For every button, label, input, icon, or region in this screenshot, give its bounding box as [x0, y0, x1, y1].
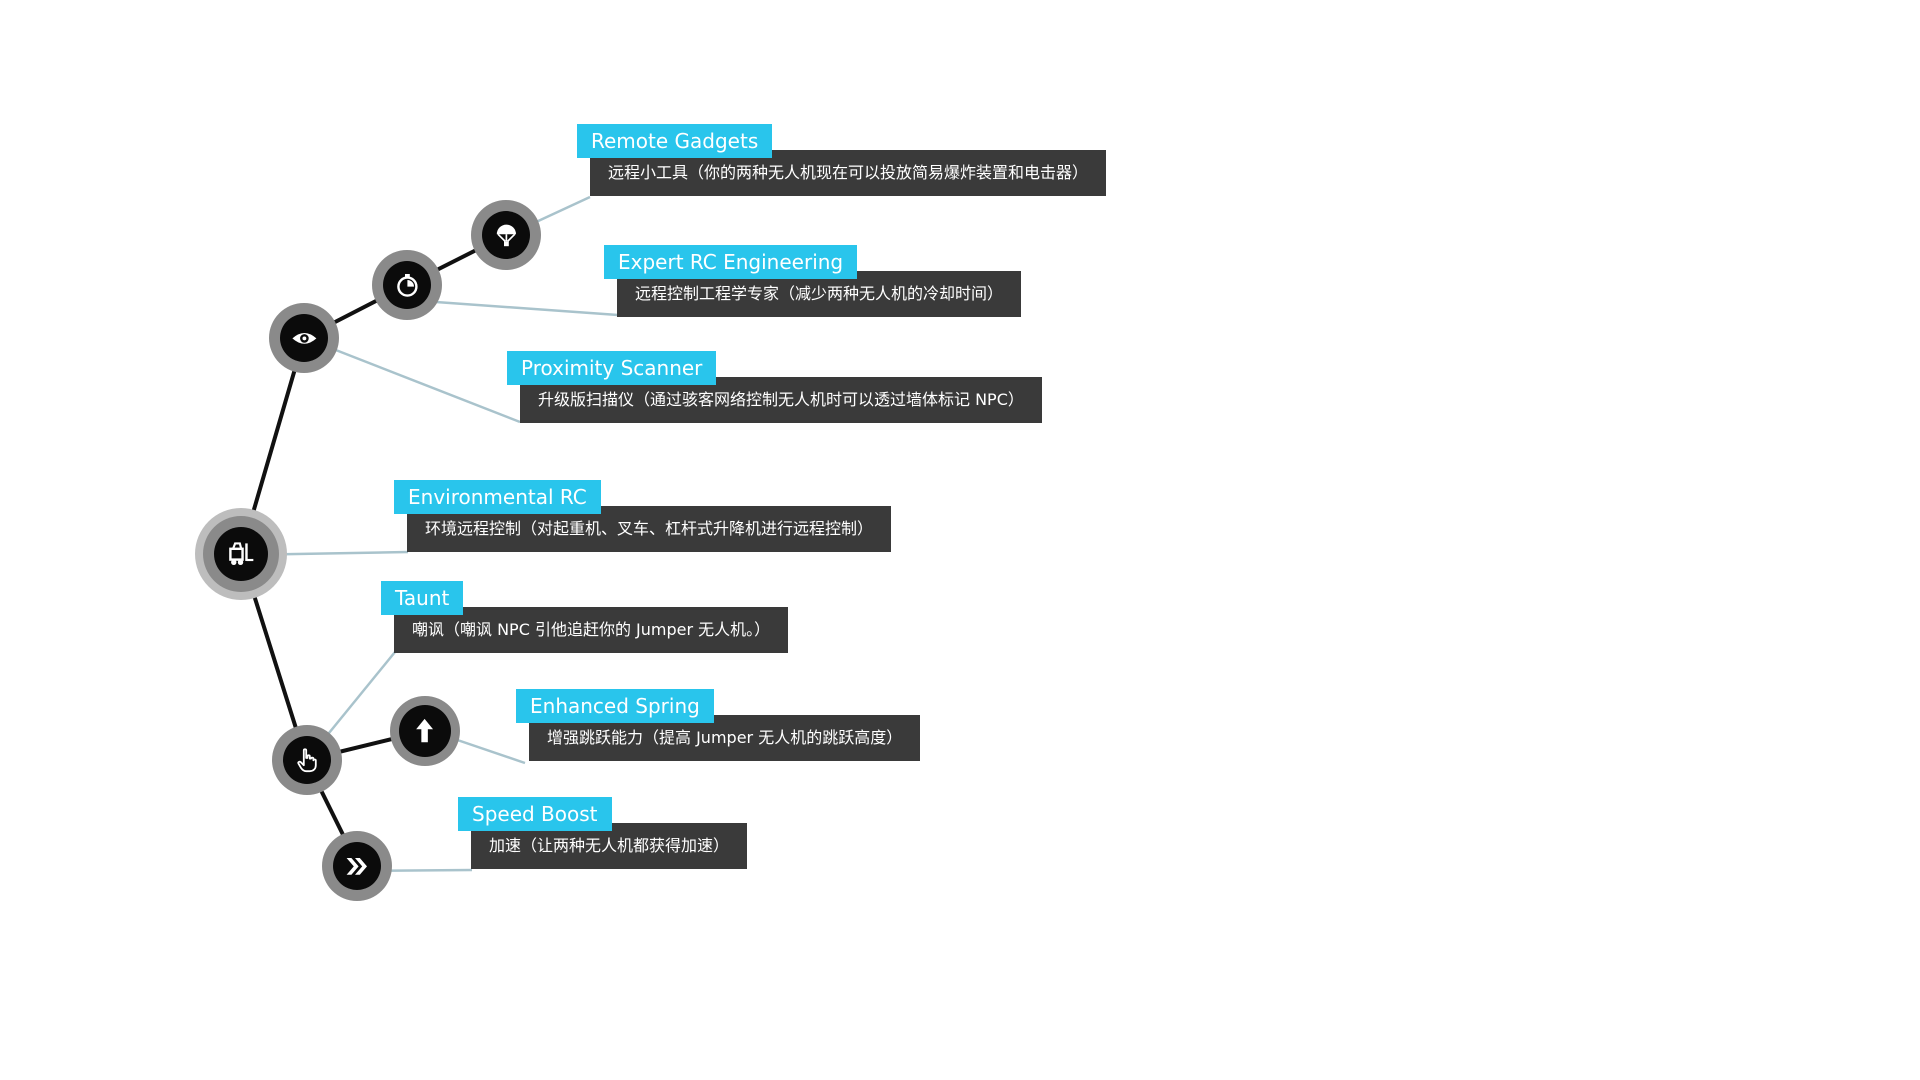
skill-title: Expert RC Engineering [604, 245, 858, 279]
node-proximity-scanner[interactable] [269, 303, 339, 373]
skill-title: Proximity Scanner [507, 351, 717, 385]
skill-title: Speed Boost [458, 797, 612, 831]
stopwatch-icon [396, 273, 418, 297]
hand-pointer-icon [296, 748, 317, 772]
node-taunt[interactable] [272, 725, 342, 795]
node-remote-gadgets[interactable] [471, 200, 541, 270]
skill-title: Taunt [381, 581, 464, 615]
eye-icon [291, 332, 316, 344]
forklift-icon [228, 542, 254, 565]
arrow-up-icon [416, 719, 434, 743]
skill-title: Environmental RC [394, 480, 601, 514]
connector-proximity [304, 336, 521, 424]
double-chevron-icon [346, 857, 367, 875]
node-speed-boost[interactable] [322, 831, 392, 901]
node-environmental-rc[interactable] [195, 508, 287, 600]
skill-description: 增强跳跃能力（提高 Jumper 无人机的跳跃高度） [529, 715, 921, 761]
node-enhanced-spring[interactable] [390, 696, 460, 766]
skill-title: Remote Gadgets [577, 124, 773, 158]
skill-title: Enhanced Spring [516, 689, 714, 723]
node-expert-rc-engineering[interactable] [372, 250, 442, 320]
parachute-icon [496, 224, 516, 246]
connector-expert-rc [407, 298, 619, 317]
